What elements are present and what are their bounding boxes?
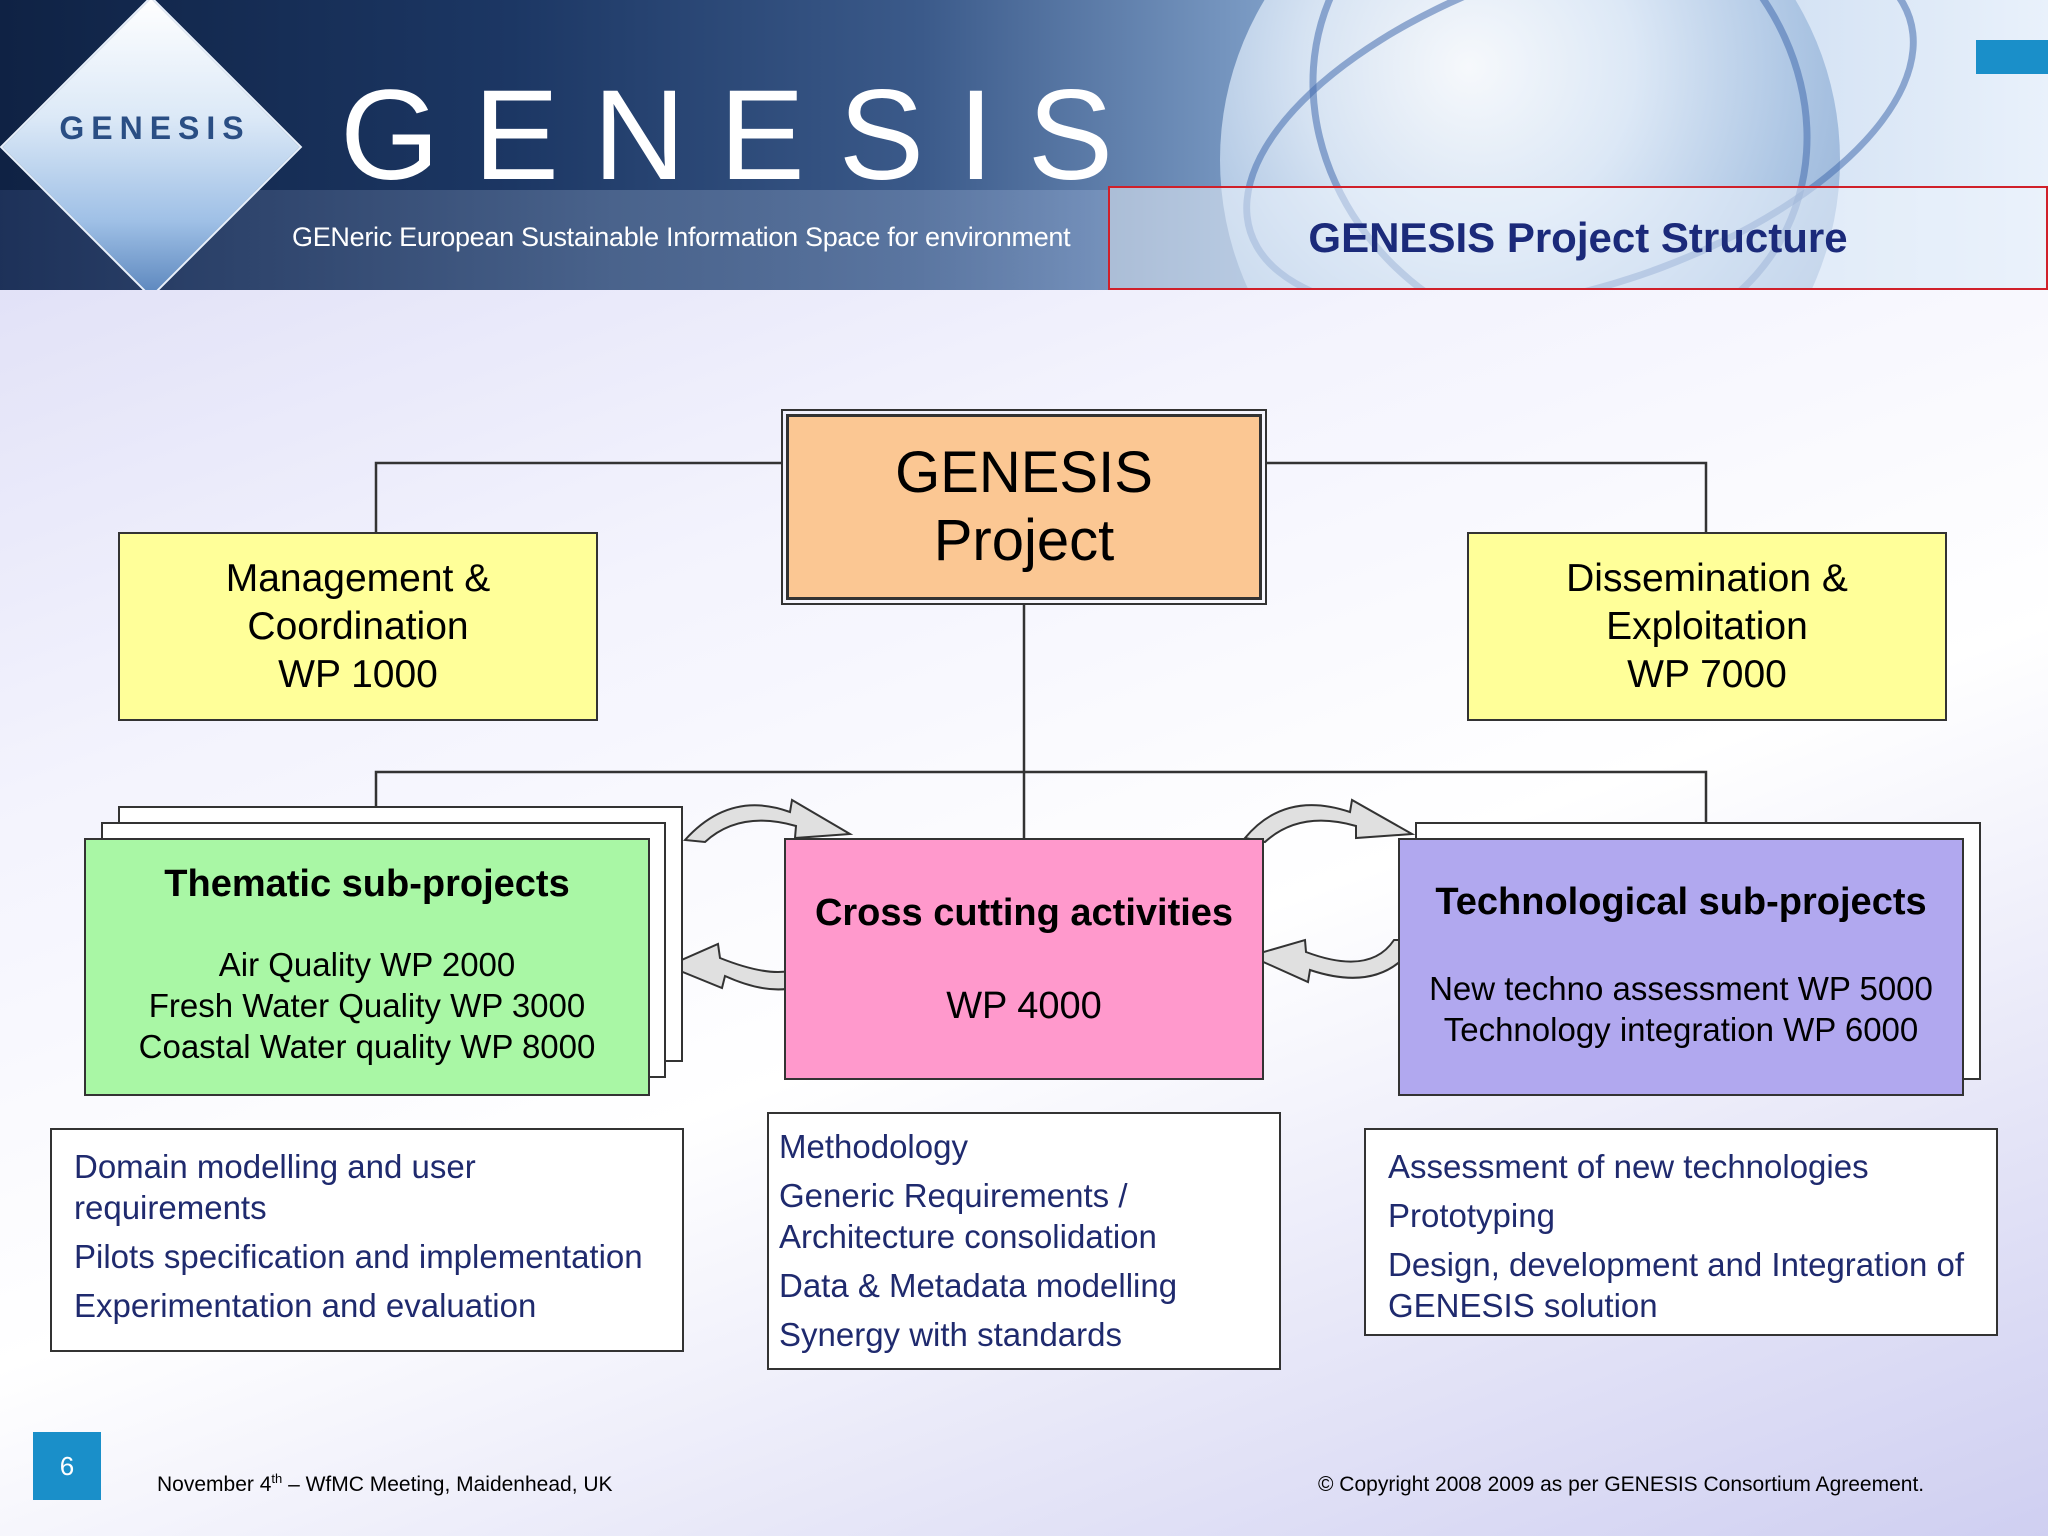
thematic-heading: Thematic sub-projects [164,863,570,905]
management-box: Management & Coordination WP 1000 [118,532,598,721]
cycle-arrow-top-left [682,798,854,844]
description-item: Pilots specification and implementation [74,1238,643,1275]
cross-cutting-heading: Cross cutting activities [814,891,1234,934]
thematic-item: Air Quality WP 2000 [218,946,516,983]
technological-description-box: Assessment of new technologies Prototypi… [1364,1128,1998,1336]
header-banner: GENESIS GENESIS GENeric European Sustain… [0,0,2048,290]
thematic-lines: Air Quality WP 2000 Fresh Water Quality … [139,944,596,1067]
technological-lines: New techno assessment WP 5000 Technology… [1429,968,1933,1050]
root-project-label: GENESIS Project [895,440,1153,573]
brand-title: GENESIS [340,64,1148,207]
thematic-item: Coastal Water quality WP 8000 [138,1028,596,1065]
cycle-arrow-top-right [1243,798,1416,844]
description-item: Methodology [779,1128,968,1165]
root-project-box: GENESIS Project [786,414,1262,600]
connector-bus [374,770,1708,822]
dissemination-line: Exploitation [1606,604,1808,648]
thematic-item: Fresh Water Quality WP 3000 [148,987,586,1024]
technological-item: Technology integration WP 6000 [1443,1011,1919,1048]
description-item: Design, development and Integration of G… [1388,1246,1965,1324]
technological-box: Technological sub-projects New techno as… [1398,838,1964,1096]
root-box-frame [781,409,1267,605]
description-item: Experimentation and evaluation [74,1287,537,1324]
management-wp: WP 1000 [278,652,438,696]
cross-cutting-description-box: Methodology Generic Requirements / Archi… [767,1112,1281,1370]
technological-item: New techno assessment WP 5000 [1429,970,1933,1007]
page-number: 6 [33,1432,101,1500]
cross-cutting-box: Cross cutting activities WP 4000 [784,838,1264,1080]
cross-cutting-wp: WP 4000 [946,984,1102,1027]
cycle-arrow-bottom-right [1247,938,1420,984]
description-item: Generic Requirements / Architecture cons… [779,1177,1157,1255]
dissemination-wp: WP 7000 [1627,652,1787,696]
footer-meeting: November 4th – WfMC Meeting, Maidenhead,… [157,1471,613,1497]
dissemination-box: Dissemination & Exploitation WP 7000 [1467,532,1947,721]
slide-title-box [1108,186,2048,290]
footer-meeting-date: November 4 [157,1473,272,1496]
thematic-description-box: Domain modelling and user requirements P… [50,1128,684,1352]
thematic-box: Thematic sub-projects Air Quality WP 200… [84,838,650,1096]
dissemination-line: Dissemination & [1566,556,1848,600]
brand-subtitle: GENeric European Sustainable Information… [292,222,1071,252]
connector-root-management [374,461,783,532]
description-item: Assessment of new technologies [1388,1148,1869,1185]
management-line: Management & [225,556,491,600]
description-item: Data & Metadata modelling [779,1267,1178,1304]
connector-root-dissemination [1265,461,1708,532]
footer-copyright: © Copyright 2008 2009 as per GENESIS Con… [1318,1473,1925,1496]
logo-text: GENESIS [59,110,251,146]
footer-meeting-rest: – WfMC Meeting, Maidenhead, UK [282,1473,613,1496]
description-item: Synergy with standards [779,1316,1123,1353]
description-item: Domain modelling and user requirements [74,1148,476,1226]
technological-heading: Technological sub-projects [1435,881,1927,923]
management-line: Coordination [247,604,469,648]
slide-title: GENESIS Project Structure [1308,214,1848,261]
footer-meeting-suffix: th [271,1471,283,1486]
description-item: Prototyping [1388,1197,1555,1234]
accent-tab [1976,40,2048,74]
